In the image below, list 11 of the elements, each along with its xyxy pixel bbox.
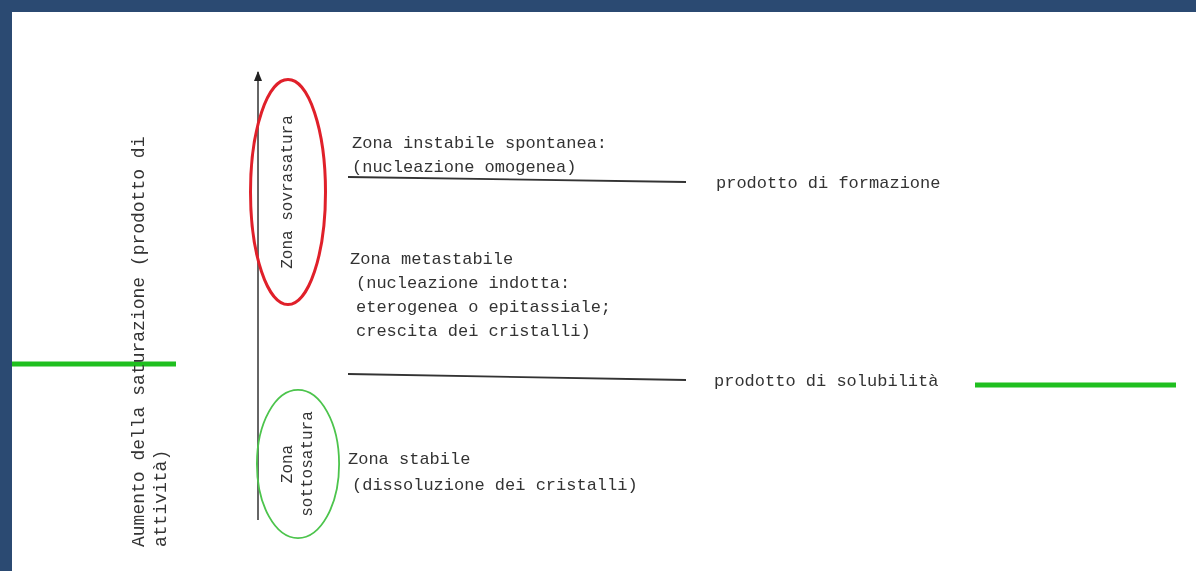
zone-label: Zona sottosatura <box>278 410 318 519</box>
zone-description: (dissoluzione dei cristalli) <box>352 475 638 497</box>
zone-description: Zona stabile <box>348 449 471 471</box>
axis-label: Aumento della saturazione (prodotto di attività) <box>128 135 172 547</box>
zone-description: prodotto di formazione <box>716 173 941 195</box>
zone-description: Zona metastabile <box>350 249 514 271</box>
zone-description: Zona instabile spontanea: <box>352 133 608 155</box>
zone-label: Zona sovrasatura <box>278 114 298 271</box>
zone-description: (nucleazione omogenea) <box>352 157 577 179</box>
zone-description: (nucleazione indotta: eterogenea o epitassiale; crescita dei cristalli) <box>356 273 613 343</box>
zone-description: prodotto di solubilità <box>714 371 939 393</box>
